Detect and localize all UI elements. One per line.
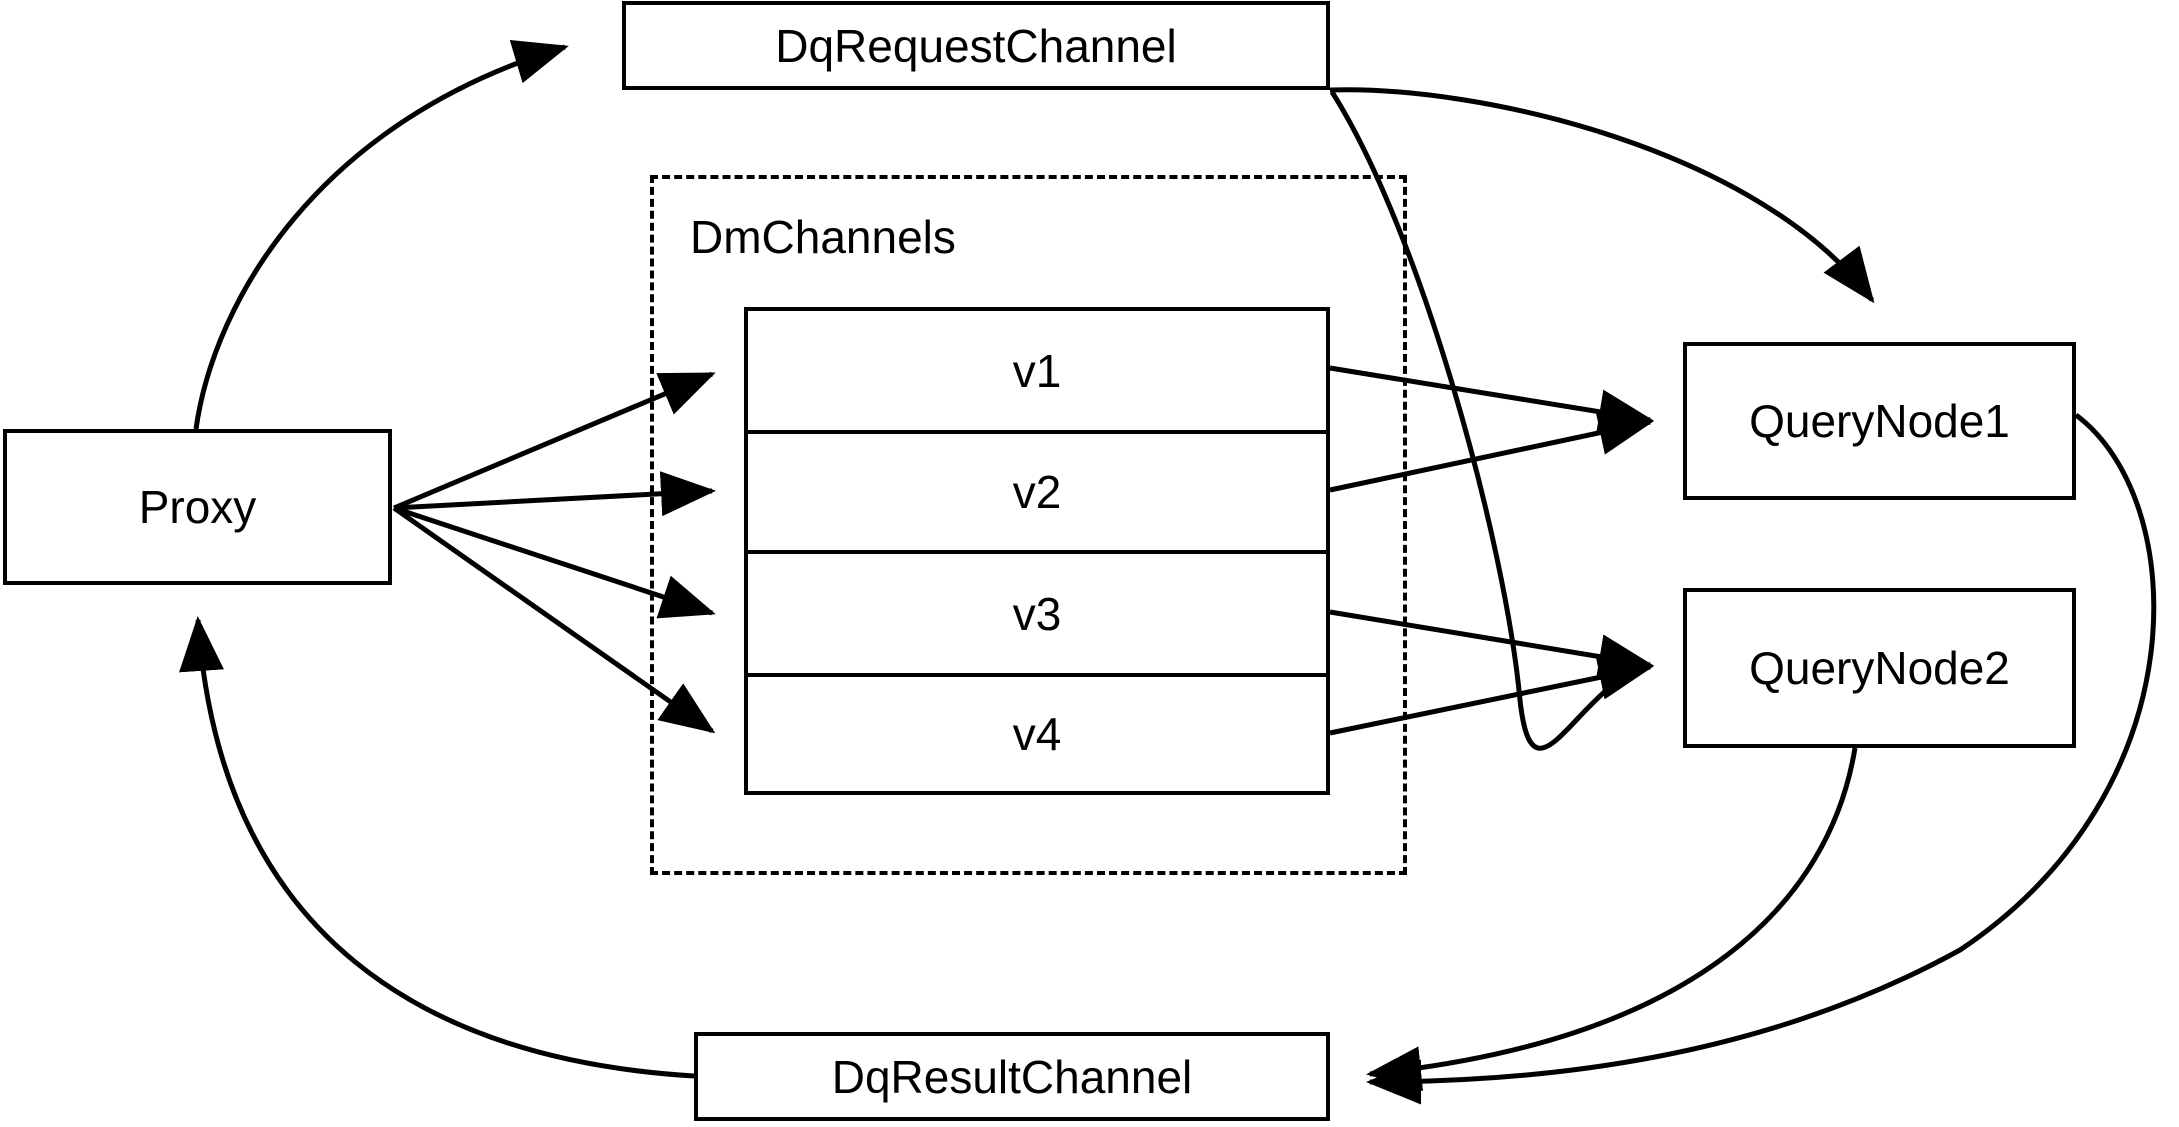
edge-proxy-to-v3 [393,505,716,619]
group-dmchannels [650,175,1407,875]
edge-proxy-to-dqrequestchannel [193,40,569,430]
channel-stack: v1 v2 v3 v4 [744,307,1330,795]
node-querynode1[interactable]: QueryNode1 [1683,342,2076,500]
channel-label-v4: v4 [1012,708,1062,760]
node-dqresultchannel[interactable]: DqResultChannel [694,1032,1330,1121]
channel-row-v4[interactable]: v4 [748,677,1326,791]
edge-querynode1-to-dqresultchannel [1365,412,2157,1105]
channel-label-v1: v1 [1012,344,1062,397]
channel-row-v1[interactable]: v1 [748,311,1326,434]
edge-v2-to-querynode1 [1329,410,1654,493]
edge-proxy-to-v4 [392,505,716,734]
node-dqresultchannel-label: DqResultChannel [831,1050,1193,1103]
edge-dqrequestchannel-to-querynode2 [1329,90,1654,751]
group-dmchannels-title: DmChannels [690,211,956,263]
node-querynode2[interactable]: QueryNode2 [1683,588,2076,748]
edge-proxy-to-v1 [393,371,716,511]
node-proxy-label: Proxy [138,481,257,533]
edge-dqrequestchannel-to-querynode1 [1329,87,1875,304]
channel-label-v2: v2 [1012,466,1062,518]
edge-querynode2-to-dqresultchannel [1366,747,1858,1092]
channel-row-v3[interactable]: v3 [748,554,1326,677]
channel-row-v2[interactable]: v2 [748,434,1326,554]
edge-proxy-to-v2 [393,471,716,517]
node-querynode2-label: QueryNode2 [1749,642,2010,694]
node-dqrequestchannel-label: DqRequestChannel [775,19,1177,72]
edge-dqresultchannel-to-proxy [179,616,695,1079]
channel-label-v3: v3 [1012,587,1062,640]
node-dqrequestchannel[interactable]: DqRequestChannel [622,1,1330,90]
node-proxy[interactable]: Proxy [3,429,392,585]
node-querynode1-label: QueryNode1 [1749,395,2010,447]
